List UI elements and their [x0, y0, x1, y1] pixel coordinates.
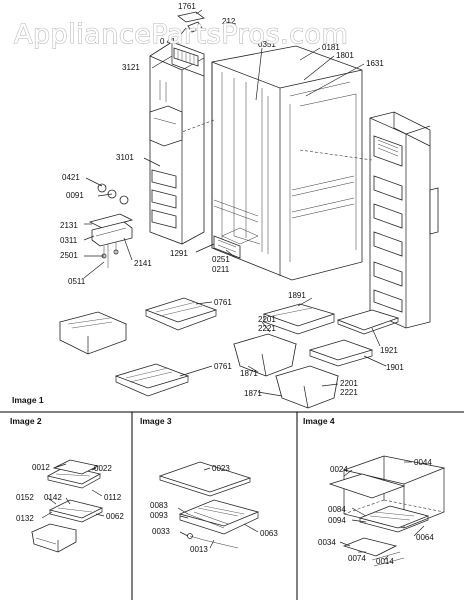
callout-2221-lower: 2221 — [340, 388, 358, 397]
callout-0062: 0062 — [106, 512, 124, 521]
callout-0094: 0094 — [328, 516, 346, 525]
callout-041: 0 41 — [160, 37, 176, 46]
callout-0064: 0064 — [416, 533, 434, 542]
callout-0211: 0211 — [212, 265, 230, 274]
callout-0034: 0034 — [318, 538, 336, 547]
callout-0311: 0311 — [60, 236, 78, 245]
callout-2201-lower: 2201 — [340, 379, 358, 388]
callout-3121: 3121 — [122, 63, 140, 72]
callout-0152: 0152 — [16, 493, 34, 502]
callout-0132: 0132 — [16, 514, 34, 523]
callout-1891: 1891 — [288, 291, 306, 300]
callout-0083: 0083 — [150, 501, 168, 510]
callout-1871-lower: 1871 — [244, 389, 262, 398]
callout-1901: 1901 — [386, 363, 404, 372]
image-1-leader-lines — [83, 9, 387, 397]
callout-0142: 0142 — [44, 493, 62, 502]
callout-0112: 0112 — [104, 493, 122, 502]
image-3-caption: Image 3 — [140, 416, 172, 426]
callout-2141: 2141 — [134, 259, 152, 268]
callout-1291: 1291 — [170, 249, 188, 258]
callout-0093: 0093 — [150, 511, 168, 520]
callout-0044: 0044 — [414, 458, 432, 467]
panel-frames — [0, 411, 464, 600]
image-1-caption: Image 1 — [12, 395, 44, 405]
image-2-group: Image 2 0012 0022 0152 0142 0112 0132 00… — [10, 416, 124, 553]
image-1-callouts: 1761 212 0 41 0351 0181 1801 1631 3121 3… — [60, 2, 404, 398]
refrigerator-cabinet — [211, 45, 363, 281]
watermark-logo: AppliancePartsPros.com — [14, 19, 348, 50]
dispenser-small-parts — [88, 183, 134, 268]
freezer-shelves — [58, 297, 218, 397]
callout-212: 212 — [222, 17, 236, 26]
callout-2221-upper: 2221 — [258, 324, 276, 333]
callout-3101: 3101 — [116, 153, 134, 162]
callout-0251: 0251 — [212, 255, 230, 264]
callout-0012: 0012 — [32, 463, 50, 472]
callout-0091: 0091 — [66, 191, 84, 200]
freezer-door-assembly — [149, 41, 205, 245]
callout-0351: 0351 — [258, 40, 276, 49]
callout-0023: 0023 — [212, 464, 230, 473]
callout-2501: 2501 — [60, 251, 78, 260]
callout-1921: 1921 — [380, 346, 398, 355]
image-4-group: Image 4 0024 0044 0084 0094 0034 0074 00… — [303, 416, 446, 567]
image-4-caption: Image 4 — [303, 416, 335, 426]
callout-0033: 0033 — [152, 527, 170, 536]
callout-0421: 0421 — [62, 173, 80, 182]
callout-1761: 1761 — [178, 2, 196, 11]
callout-0024: 0024 — [330, 465, 348, 474]
crisper-drawers — [232, 303, 400, 409]
callout-2201-upper: 2201 — [258, 315, 276, 324]
callout-1631: 1631 — [366, 59, 384, 68]
fresh-food-door-assembly — [369, 111, 439, 329]
callout-0063: 0063 — [260, 529, 278, 538]
callout-1871-upper: 1871 — [240, 369, 258, 378]
callout-0761-upper: 0761 — [214, 298, 232, 307]
callout-0014: 0014 — [376, 557, 394, 566]
callout-0074: 0074 — [348, 554, 366, 563]
image-2-caption: Image 2 — [10, 416, 42, 426]
callout-0084: 0084 — [328, 505, 346, 514]
callout-1801: 1801 — [336, 51, 354, 60]
callout-0181: 0181 — [322, 43, 340, 52]
callout-2131: 2131 — [60, 221, 78, 230]
image-1-group: 1761 212 0 41 0351 0181 1801 1631 3121 3… — [12, 2, 439, 409]
callout-0511: 0511 — [68, 277, 86, 286]
image-3-group: Image 3 0023 0083 0093 0033 0013 0063 — [140, 416, 278, 554]
callout-0022: 0022 — [94, 464, 112, 473]
callout-0013: 0013 — [190, 545, 208, 554]
callout-0761-lower: 0761 — [214, 362, 232, 371]
